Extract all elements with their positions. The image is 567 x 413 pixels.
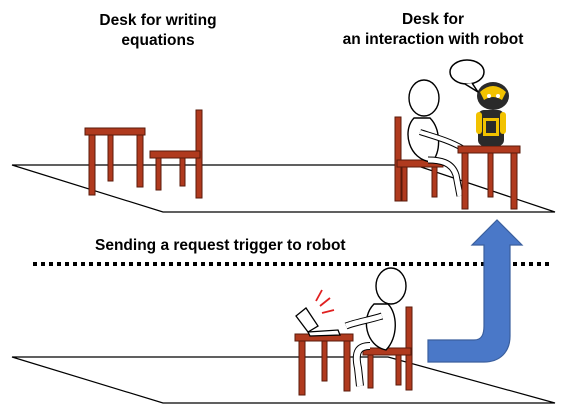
left-desk-label-line1: Desk for writing xyxy=(99,12,217,29)
robot-icon xyxy=(476,82,509,146)
speech-bubble-icon xyxy=(449,59,485,93)
interaction-desk xyxy=(457,145,521,210)
interaction-chair xyxy=(394,116,444,202)
up-arrow-icon xyxy=(427,219,524,363)
upper-floor xyxy=(11,164,556,213)
left-desk-label: Desk for writing equations xyxy=(58,11,258,51)
laptop-desk xyxy=(294,333,354,396)
left-desk-label-line2: equations xyxy=(121,32,195,49)
laptop-icon xyxy=(295,307,341,337)
right-desk-label-line2: an interaction with robot xyxy=(342,31,524,48)
lower-floor xyxy=(11,356,556,404)
writing-chair xyxy=(149,109,203,199)
working-person xyxy=(344,267,407,387)
divider-label: Sending a request trigger to robot xyxy=(95,237,346,254)
laptop-chair xyxy=(362,306,413,391)
right-desk-label: Desk for an interaction with robot xyxy=(318,10,548,50)
alert-marks xyxy=(315,289,335,314)
writing-desk xyxy=(84,127,146,196)
right-desk-label-line1: Desk for xyxy=(401,11,465,28)
